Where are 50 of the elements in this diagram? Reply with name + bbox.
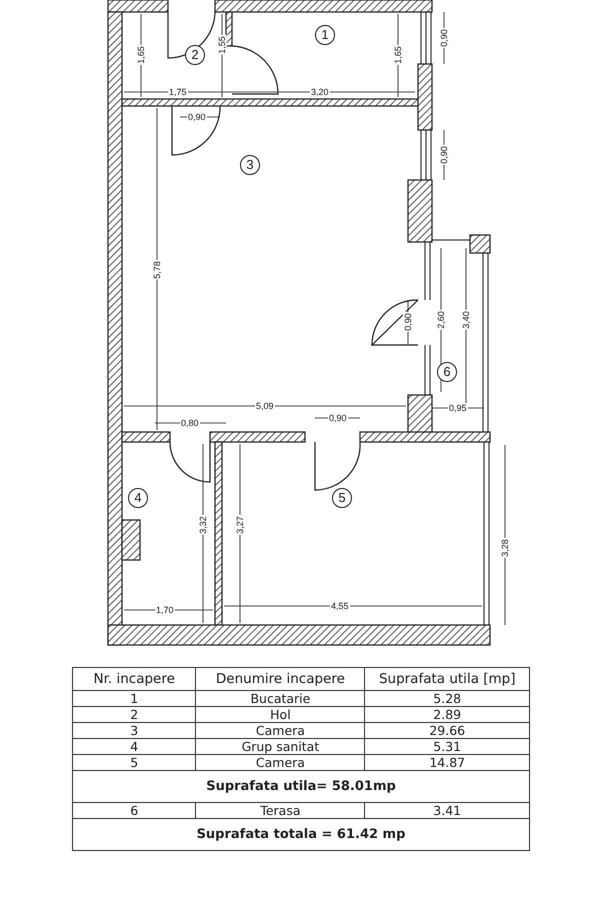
room-number: 3 — [240, 155, 260, 175]
table-cell: 5.31 — [364, 738, 530, 754]
dimension-label: 5,09 — [255, 401, 275, 411]
dimension-label: 3,27 — [234, 515, 245, 535]
room-number: 2 — [185, 45, 205, 65]
dimension-label: 1,55 — [216, 35, 227, 55]
table-cell: 5.28 — [364, 690, 530, 706]
total-area-cell: Suprafata utila= 58.01mp — [72, 770, 530, 802]
table-cell: 14.87 — [364, 754, 530, 770]
dimension-label: 0,90 — [328, 413, 348, 423]
dimension-label: 5,78 — [152, 260, 162, 280]
room-number: 1 — [315, 25, 335, 45]
dimension-label: 1,65 — [136, 45, 146, 65]
dimension-label: 4,55 — [330, 601, 350, 611]
dimension-label: 1,70 — [155, 605, 175, 615]
table-cell: Bucatarie — [196, 690, 365, 706]
table-cell: Hol — [196, 706, 365, 722]
dimension-label: 1,65 — [392, 45, 403, 65]
table-cell: 2.89 — [364, 706, 530, 722]
table-cell: 6 — [72, 802, 196, 818]
dimension-label: 1,75 — [168, 87, 188, 97]
table-cell: Terasa — [196, 802, 365, 818]
table-cell: 4 — [72, 738, 196, 754]
dimension-label: 3,32 — [198, 515, 208, 535]
table-cell: 3.41 — [364, 802, 530, 818]
total-area-cell: Suprafata totala = 61.42 mp — [72, 818, 530, 850]
column-header: Denumire incapere — [196, 668, 365, 690]
dimension-label: 0,95 — [448, 403, 468, 413]
table-cell: 2 — [72, 706, 196, 722]
dimension-label: 3,40 — [460, 310, 471, 330]
column-header: Nr. incapere — [72, 668, 196, 690]
room-number: 5 — [332, 488, 352, 508]
room-number: 6 — [437, 362, 457, 382]
table-cell: 3 — [72, 722, 196, 738]
table-cell: 5 — [72, 754, 196, 770]
dimension-label: 0,90 — [438, 145, 449, 165]
table-cell: Grup sanitat — [196, 738, 365, 754]
dimension-label: 3,20 — [310, 87, 330, 97]
dimension-label: 0,90 — [438, 28, 449, 48]
table-cell: Camera — [196, 722, 365, 738]
column-header: Suprafata utila [mp] — [364, 668, 530, 690]
dimension-label: 0,80 — [180, 418, 200, 428]
dimension-label: 0,90 — [402, 312, 413, 332]
dimension-label: 2,60 — [436, 310, 446, 330]
table-cell: Camera — [196, 754, 365, 770]
table-cell: 1 — [72, 690, 196, 706]
dimension-label: 3,28 — [500, 538, 510, 558]
table-cell: 29.66 — [364, 722, 530, 738]
dimension-label: 0,90 — [187, 112, 207, 122]
room-number: 4 — [128, 488, 148, 508]
